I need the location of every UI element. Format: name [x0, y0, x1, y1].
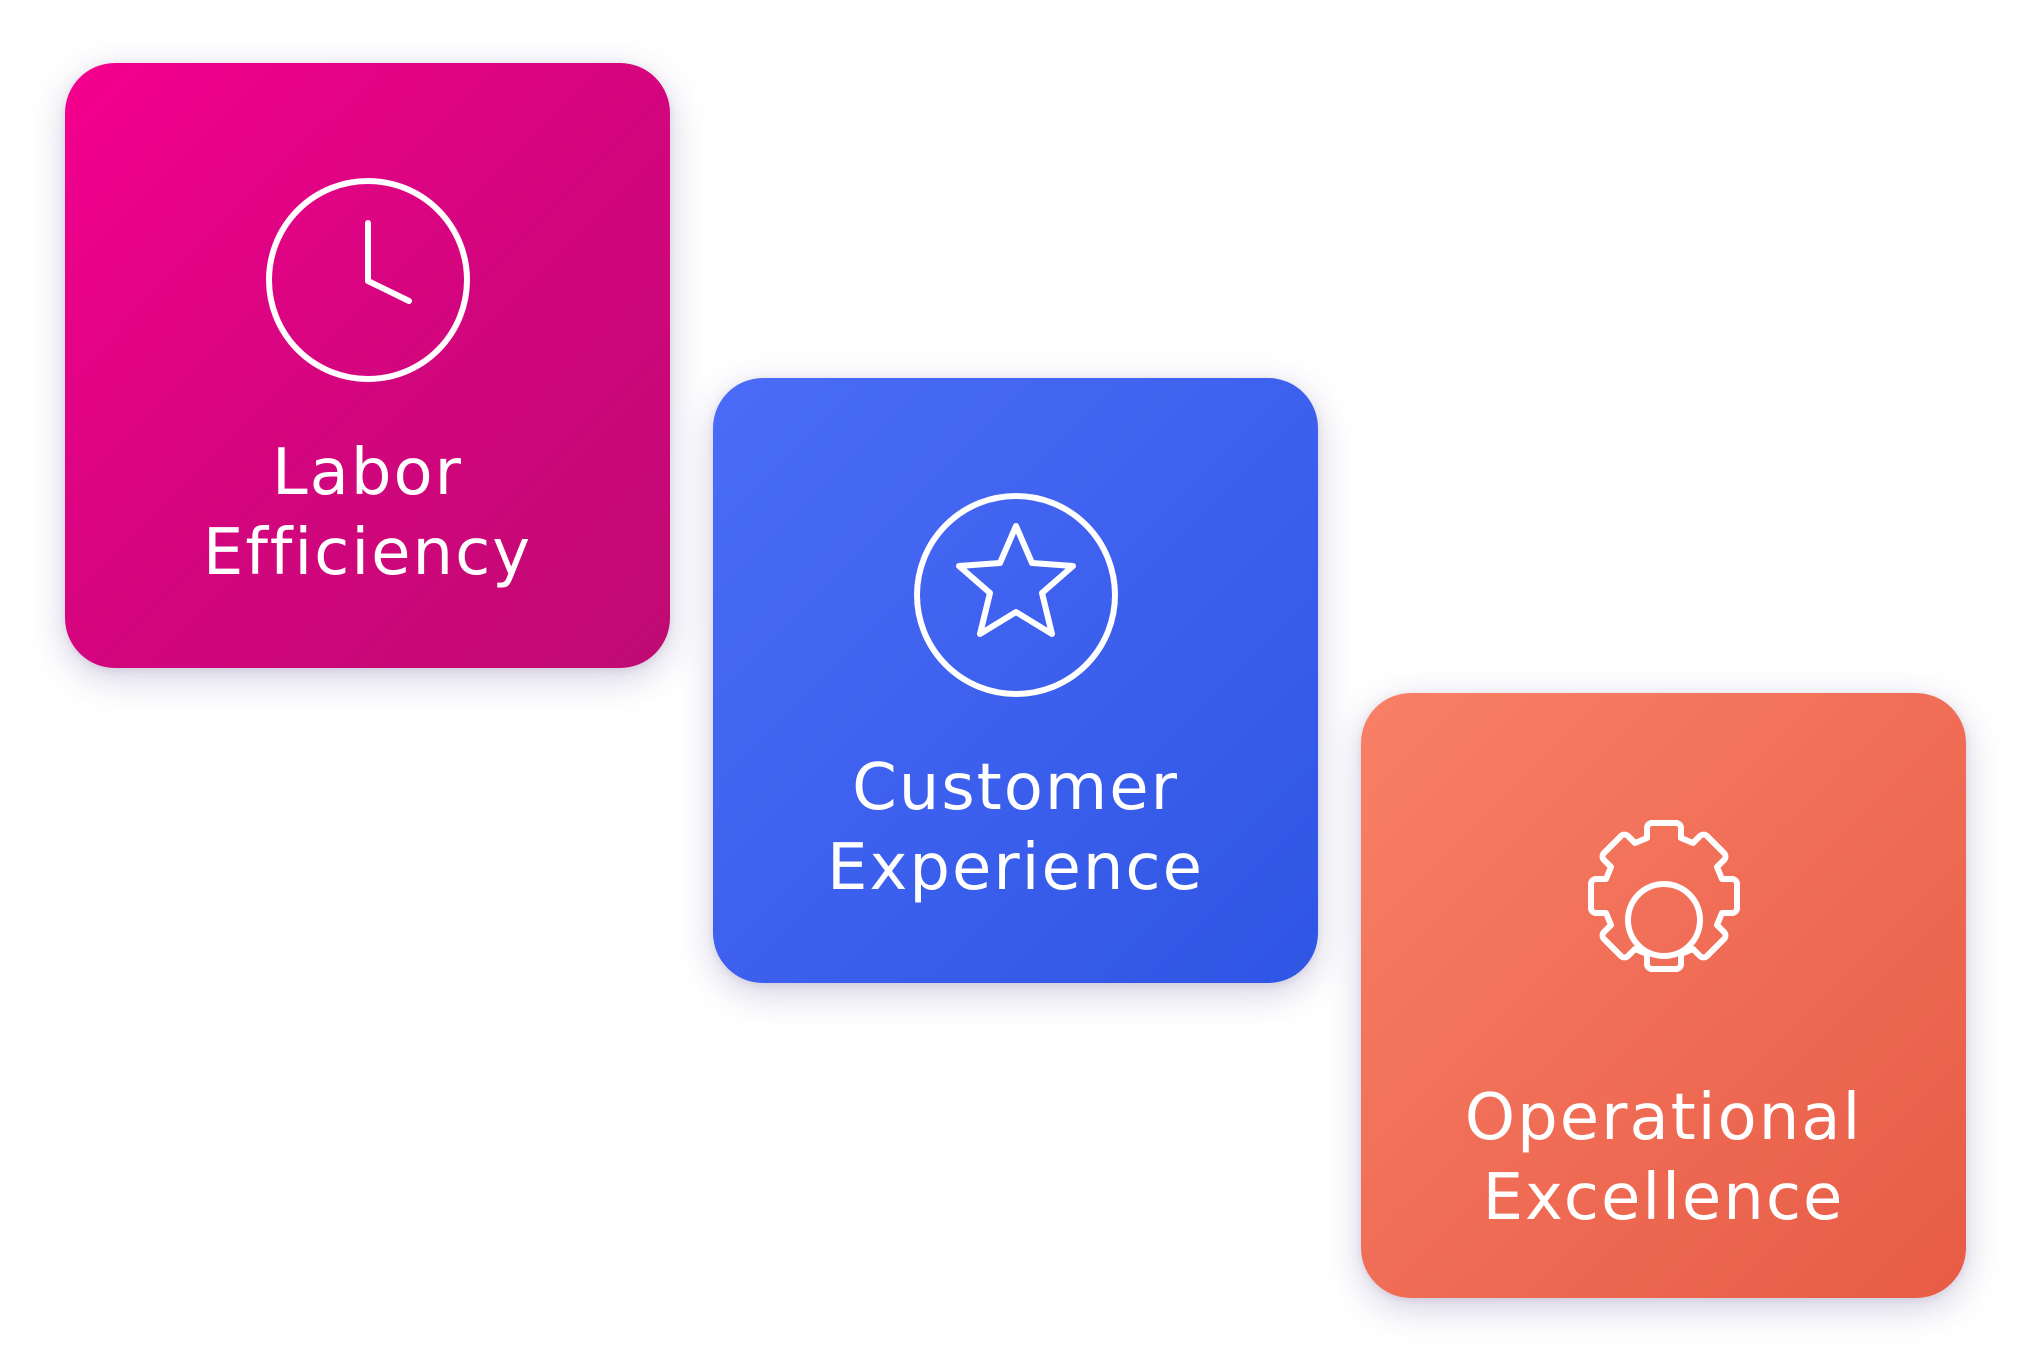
- star-icon: [911, 490, 1121, 700]
- card-customer-experience[interactable]: Customer Experience: [713, 378, 1318, 983]
- clock-icon: [263, 175, 473, 385]
- card-label-line1: Operational: [1464, 1081, 1863, 1155]
- card-operational-excellence[interactable]: Operational Excellence: [1361, 693, 1966, 1298]
- gear-icon: [1559, 815, 1769, 1025]
- card-label-line1: Customer: [852, 751, 1179, 825]
- card-label: Customer Experience: [713, 748, 1318, 908]
- card-label-line2: Experience: [827, 831, 1204, 905]
- card-label: Operational Excellence: [1361, 1078, 1966, 1238]
- card-label-line2: Excellence: [1482, 1161, 1845, 1235]
- card-label-line2: Efficiency: [202, 516, 533, 590]
- card-label: Labor Efficiency: [65, 433, 670, 593]
- card-labor-efficiency[interactable]: Labor Efficiency: [65, 63, 670, 668]
- card-label-line1: Labor: [272, 436, 463, 510]
